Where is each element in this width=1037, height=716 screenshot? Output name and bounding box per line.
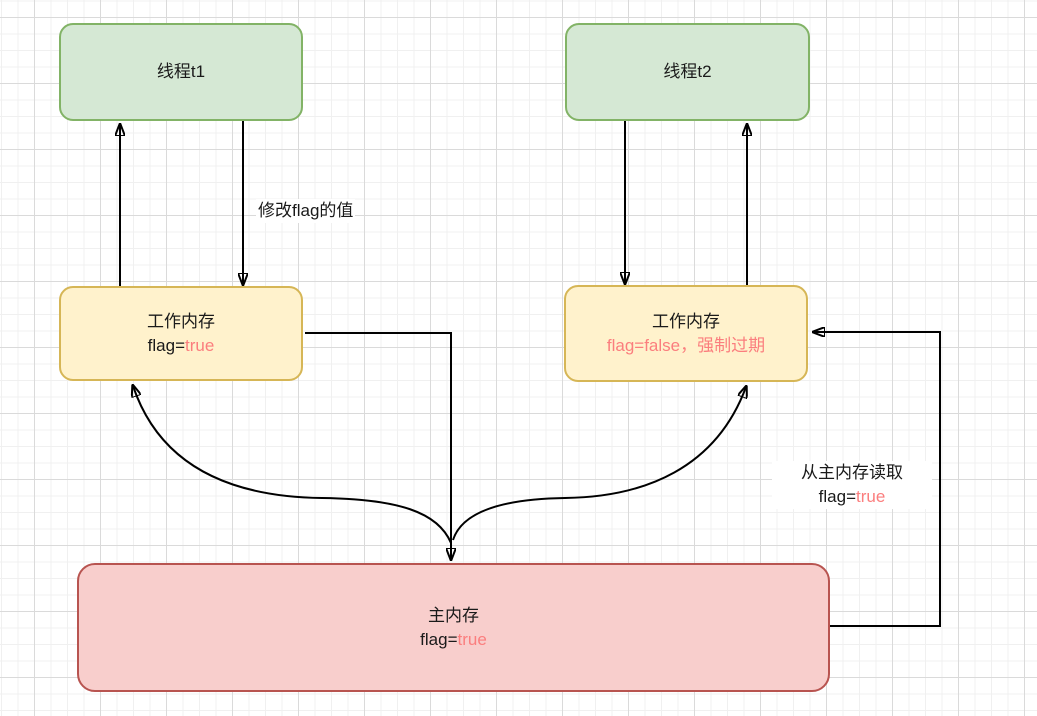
edge-label-value: flag=true [774, 485, 930, 509]
value-prefix: flag= [818, 487, 857, 506]
node-title: 工作内存 [652, 311, 720, 331]
edge-label-modify-flag[interactable]: 修改flag的值 [256, 199, 356, 223]
value-prefix: flag= [147, 335, 186, 355]
node-value: flag=true [148, 334, 215, 358]
node-value: flag=false，强制过期 [606, 335, 766, 355]
arrow-work1-to-main[interactable] [305, 332, 451, 559]
node-thread-t2[interactable]: 线程t2 [565, 23, 810, 121]
node-main-memory[interactable]: 主内存 flag=true [77, 563, 830, 692]
node-title: 线程t1 [156, 62, 206, 81]
node-title: 主内存 [428, 605, 479, 625]
edge-label-read-from-main[interactable]: 从主内存读取 flag=true [772, 461, 932, 509]
arrow-main-to-work1-curve[interactable] [133, 386, 452, 544]
node-title: 线程t2 [663, 62, 712, 81]
node-working-memory-t1[interactable]: 工作内存 flag=true [59, 286, 303, 381]
node-value: flag=true [420, 628, 487, 652]
edge-label-text: 修改flag的值 [258, 201, 354, 220]
value-highlight: true [185, 335, 215, 355]
edge-label-text: 从主内存读取 [801, 463, 903, 482]
value-prefix: flag= [420, 629, 458, 649]
value-highlight: true [856, 487, 886, 506]
arrow-main-to-work2-curve[interactable] [452, 387, 746, 541]
value-highlight: true [457, 629, 487, 649]
node-working-memory-t2[interactable]: 工作内存 flag=false，强制过期 [564, 285, 808, 382]
node-title: 工作内存 [147, 311, 215, 331]
node-thread-t1[interactable]: 线程t1 [59, 23, 303, 121]
